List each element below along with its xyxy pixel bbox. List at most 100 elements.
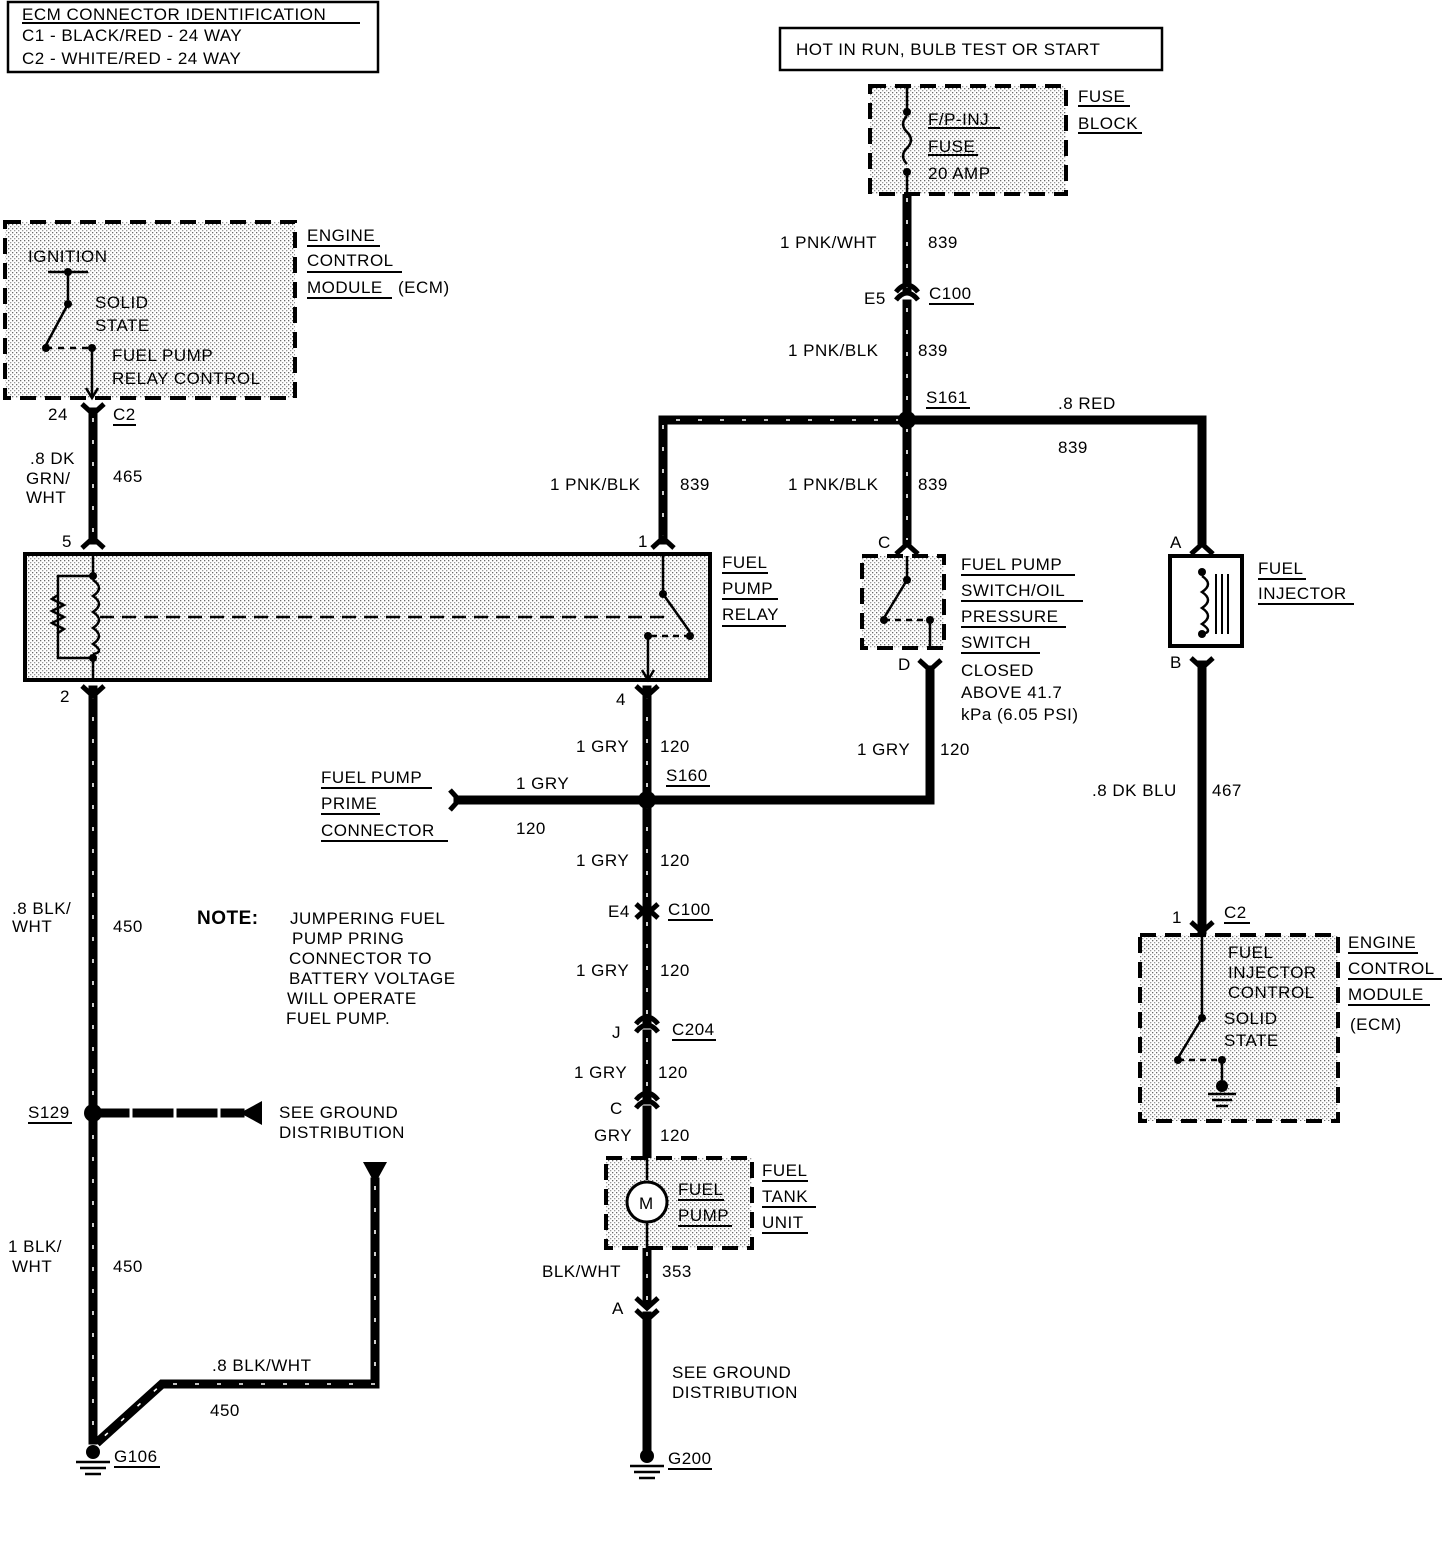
power-source-box: HOT IN RUN, BULB TEST OR START bbox=[778, 26, 1164, 72]
oil-switch-label-4: SWITCH bbox=[961, 633, 1031, 652]
label-pin-24: 24 bbox=[48, 405, 68, 424]
note-line-1: JUMPERING FUEL bbox=[290, 909, 445, 928]
ecm-right-label-1: ENGINE bbox=[1348, 933, 1416, 952]
splice-s129 bbox=[84, 1104, 102, 1122]
g106-label: G106 bbox=[114, 1447, 158, 1466]
label-839-a: 839 bbox=[928, 233, 958, 252]
label-pin-a: A bbox=[1170, 533, 1182, 552]
label-blkwht: BLK/WHT bbox=[542, 1262, 621, 1281]
label-839-e: 839 bbox=[918, 475, 948, 494]
oil-switch-label-2: SWITCH/OIL bbox=[961, 581, 1065, 600]
label-blkwht8-2: WHT bbox=[12, 917, 52, 936]
label-dkgrn-1: .8 DK bbox=[30, 449, 75, 468]
ecm-left-label-suffix: (ECM) bbox=[398, 278, 450, 297]
prime-circuit: 120 bbox=[516, 819, 546, 838]
note-line-2: PUMP PRING bbox=[292, 929, 404, 948]
tank-pump-1: FUEL bbox=[678, 1180, 723, 1199]
label-pin-c-lower: C bbox=[610, 1099, 623, 1118]
label-pin-a-lower: A bbox=[612, 1299, 624, 1318]
ground-dist-1b: DISTRIBUTION bbox=[279, 1123, 405, 1142]
ecm-right-inner-1: FUEL bbox=[1228, 943, 1273, 962]
ecm-left-ignition: IGNITION bbox=[28, 247, 108, 266]
tank-label-2: TANK bbox=[762, 1187, 808, 1206]
ecm-left-fuel-pump: FUEL PUMP bbox=[112, 346, 213, 365]
wires bbox=[88, 190, 1207, 1453]
injector-label-2: INJECTOR bbox=[1258, 584, 1347, 603]
label-gry-plain: GRY bbox=[594, 1126, 632, 1145]
label-pnk-wht: 1 PNK/WHT bbox=[780, 233, 877, 252]
label-450-a: 450 bbox=[113, 917, 143, 936]
label-120-d: 120 bbox=[660, 961, 690, 980]
inline-connectors bbox=[634, 902, 660, 1324]
label-pin-d: D bbox=[898, 655, 911, 674]
label-pin-b: B bbox=[1170, 653, 1182, 672]
label-pnk-blk-c: 1 PNK/BLK bbox=[788, 475, 879, 494]
ecm-right-label-3: MODULE bbox=[1348, 985, 1424, 1004]
label-pin-1: 1 bbox=[638, 532, 648, 551]
ground-dist-1a: SEE GROUND bbox=[279, 1103, 398, 1122]
prime-label-3: CONNECTOR bbox=[321, 821, 435, 840]
note-line-4: BATTERY VOLTAGE bbox=[289, 969, 456, 988]
label-c204: C204 bbox=[672, 1020, 715, 1039]
label-blkwht1-1: 1 BLK/ bbox=[8, 1237, 62, 1256]
tank-pump-2: PUMP bbox=[678, 1206, 729, 1225]
prime-label-2: PRIME bbox=[321, 794, 377, 813]
splice-s129-group: SEE GROUND DISTRIBUTION SEE GROUND DISTR… bbox=[84, 1101, 797, 1402]
note-head: NOTE: bbox=[197, 908, 259, 929]
label-pin-5: 5 bbox=[62, 532, 72, 551]
label-pin-4: 4 bbox=[616, 690, 626, 709]
splice-s160 bbox=[638, 791, 656, 809]
label-450-b: 450 bbox=[113, 1257, 143, 1276]
label-s160: S160 bbox=[666, 766, 708, 785]
tank-label-3: UNIT bbox=[762, 1213, 804, 1232]
arrow-down-icon bbox=[363, 1162, 387, 1184]
oil-switch-note-3: kPa (6.05 PSI) bbox=[961, 705, 1079, 724]
oil-switch-note-1: CLOSED bbox=[961, 661, 1034, 680]
fuse-block: F/P-INJ FUSE 20 AMP FUSE BLOCK bbox=[868, 84, 1142, 196]
label-c100-b: C100 bbox=[668, 900, 711, 919]
fuse-line-1: F/P-INJ bbox=[928, 110, 989, 129]
label-pin-2: 2 bbox=[60, 687, 70, 706]
label-red: .8 RED bbox=[1058, 394, 1116, 413]
label-pnk-blk-b: 1 PNK/BLK bbox=[550, 475, 641, 494]
label-pin-j: J bbox=[612, 1023, 621, 1042]
ecm-left-label-3: MODULE bbox=[307, 278, 383, 297]
label-blkwht1-2: WHT bbox=[12, 1257, 52, 1276]
oil-switch-note-2: ABOVE 41.7 bbox=[961, 683, 1062, 702]
label-gry-b: 1 GRY bbox=[857, 740, 910, 759]
oil-pressure-switch: FUEL PUMP SWITCH/OIL PRESSURE SWITCH CLO… bbox=[860, 540, 1083, 724]
note-line-6: FUEL PUMP. bbox=[286, 1009, 390, 1028]
relay-label-1: FUEL bbox=[722, 553, 767, 572]
label-blkwht8-1: .8 BLK/ bbox=[12, 899, 71, 918]
label-465: 465 bbox=[113, 467, 143, 486]
label-gry-a: 1 GRY bbox=[576, 737, 629, 756]
label-120-b: 120 bbox=[940, 740, 970, 759]
g200-label: G200 bbox=[668, 1449, 712, 1468]
label-c2-left: C2 bbox=[113, 405, 136, 424]
label-gry-d: 1 GRY bbox=[576, 961, 629, 980]
label-839-c: 839 bbox=[1058, 438, 1088, 457]
ecm-left-relay-control: RELAY CONTROL bbox=[112, 369, 261, 388]
label-839-b: 839 bbox=[918, 341, 948, 360]
note-line-5: WILL OPERATE bbox=[287, 989, 417, 1008]
connector-c2-left bbox=[80, 402, 106, 418]
ecm-left-solid: SOLID bbox=[95, 293, 149, 312]
label-blkwht8h: .8 BLK/WHT bbox=[212, 1356, 311, 1375]
label-120-e: 120 bbox=[658, 1063, 688, 1082]
wire-labels: 1 PNK/WHT 839 E5 C100 1 PNK/BLK 839 S161… bbox=[8, 233, 1250, 1420]
fuel-pump-relay: FUEL PUMP RELAY bbox=[23, 534, 786, 700]
fuel-injector: FUEL INJECTOR bbox=[1168, 540, 1354, 672]
splice-s161 bbox=[898, 411, 916, 429]
label-c100-a: C100 bbox=[929, 284, 972, 303]
ecm-right-inner-2: INJECTOR bbox=[1228, 963, 1317, 982]
label-120-f: 120 bbox=[660, 1126, 690, 1145]
ecm-id-c2: C2 - WHITE/RED - 24 WAY bbox=[22, 49, 241, 68]
ecm-right-inner-3: CONTROL bbox=[1228, 983, 1315, 1002]
label-pin-1-right: 1 bbox=[1172, 908, 1182, 927]
ecm-right-inner-5: STATE bbox=[1224, 1031, 1279, 1050]
fuse-line-3: 20 AMP bbox=[928, 164, 991, 183]
ground-dist-2a: SEE GROUND bbox=[672, 1363, 791, 1382]
oil-switch-label-1: FUEL PUMP bbox=[961, 555, 1062, 574]
power-source-label: HOT IN RUN, BULB TEST OR START bbox=[796, 40, 1100, 59]
